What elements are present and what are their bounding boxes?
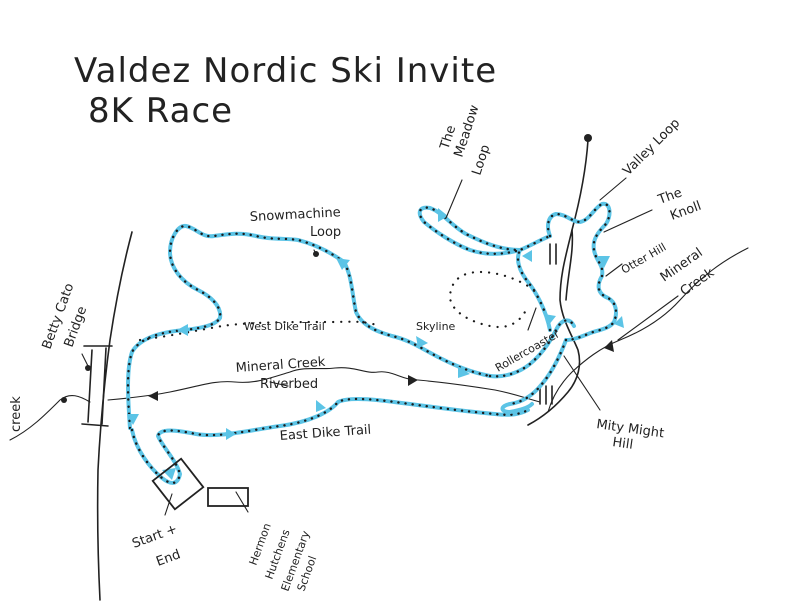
bridge-leader-dot <box>85 365 91 371</box>
riverbed-arrow-west <box>148 391 158 401</box>
skyline-dots <box>448 270 536 329</box>
label-snowmachine-loop: Loop <box>310 225 341 240</box>
leader-lines <box>81 177 679 516</box>
connector-dots <box>508 338 568 406</box>
mineral-creek-line <box>547 247 749 413</box>
label-valley-loop: Valley Loop <box>620 116 683 179</box>
label-mineral-creek-riverbed: Mineral Creek <box>235 355 326 376</box>
trail-arrow-3 <box>336 258 350 270</box>
trail-arrow-9 <box>438 208 448 222</box>
label-riverbed: Riverbed <box>260 377 318 392</box>
riverbed-line <box>107 367 541 403</box>
meadow-loop-trail <box>417 205 552 332</box>
label-meadow-loop: Loop <box>470 143 494 177</box>
label-west-dike-trail: West Dike Trail <box>244 320 325 333</box>
left-creek <box>9 394 91 441</box>
trail-arrow-8 <box>316 400 326 412</box>
label-end: End <box>154 547 182 570</box>
trail-arrow-12 <box>614 316 624 328</box>
map-title-line1: Valdez Nordic Ski Invite <box>74 51 497 91</box>
trail-arrow-11 <box>598 256 610 268</box>
creek-edge-dot <box>61 397 67 403</box>
betty-cato-bridge <box>81 345 113 427</box>
trail-arrow-10 <box>522 250 532 262</box>
meadow-loop-dots <box>418 206 552 332</box>
road-bridge-marks <box>539 243 557 405</box>
label-skyline: Skyline <box>416 320 456 333</box>
trail-arrow-2 <box>177 324 188 336</box>
snowmachine-loop-trail <box>126 224 492 430</box>
label-the-meadow: The <box>437 124 459 153</box>
trail-arrow-1 <box>127 414 139 425</box>
main-road <box>527 139 589 426</box>
school-building <box>207 487 249 507</box>
mineral-creek-arrow <box>604 340 614 352</box>
label-start: Start + <box>130 522 179 552</box>
valley-knoll-dots <box>546 202 618 342</box>
trail-arrow-5 <box>458 366 470 378</box>
rollercoaster-dots <box>488 319 576 378</box>
snowmachine-leader-dot <box>313 251 319 257</box>
label-mity-might-hill: Hill <box>611 435 634 453</box>
road-end-marker <box>584 134 592 142</box>
map-title-line2: 8K Race <box>88 91 233 131</box>
label-east-dike-trail: East Dike Trail <box>279 423 371 444</box>
trail-arrow-13 <box>544 314 556 326</box>
label-snowmachine: Snowmachine <box>249 205 341 225</box>
label-edge-creek: creek <box>9 396 24 432</box>
trail-arrow-4 <box>416 336 428 348</box>
start-end-box <box>151 457 205 511</box>
east-dike-dots <box>130 397 530 485</box>
main-road-branch <box>565 229 574 301</box>
trail-arrow-7 <box>226 428 236 440</box>
riverbed-arrow-east <box>408 375 418 386</box>
